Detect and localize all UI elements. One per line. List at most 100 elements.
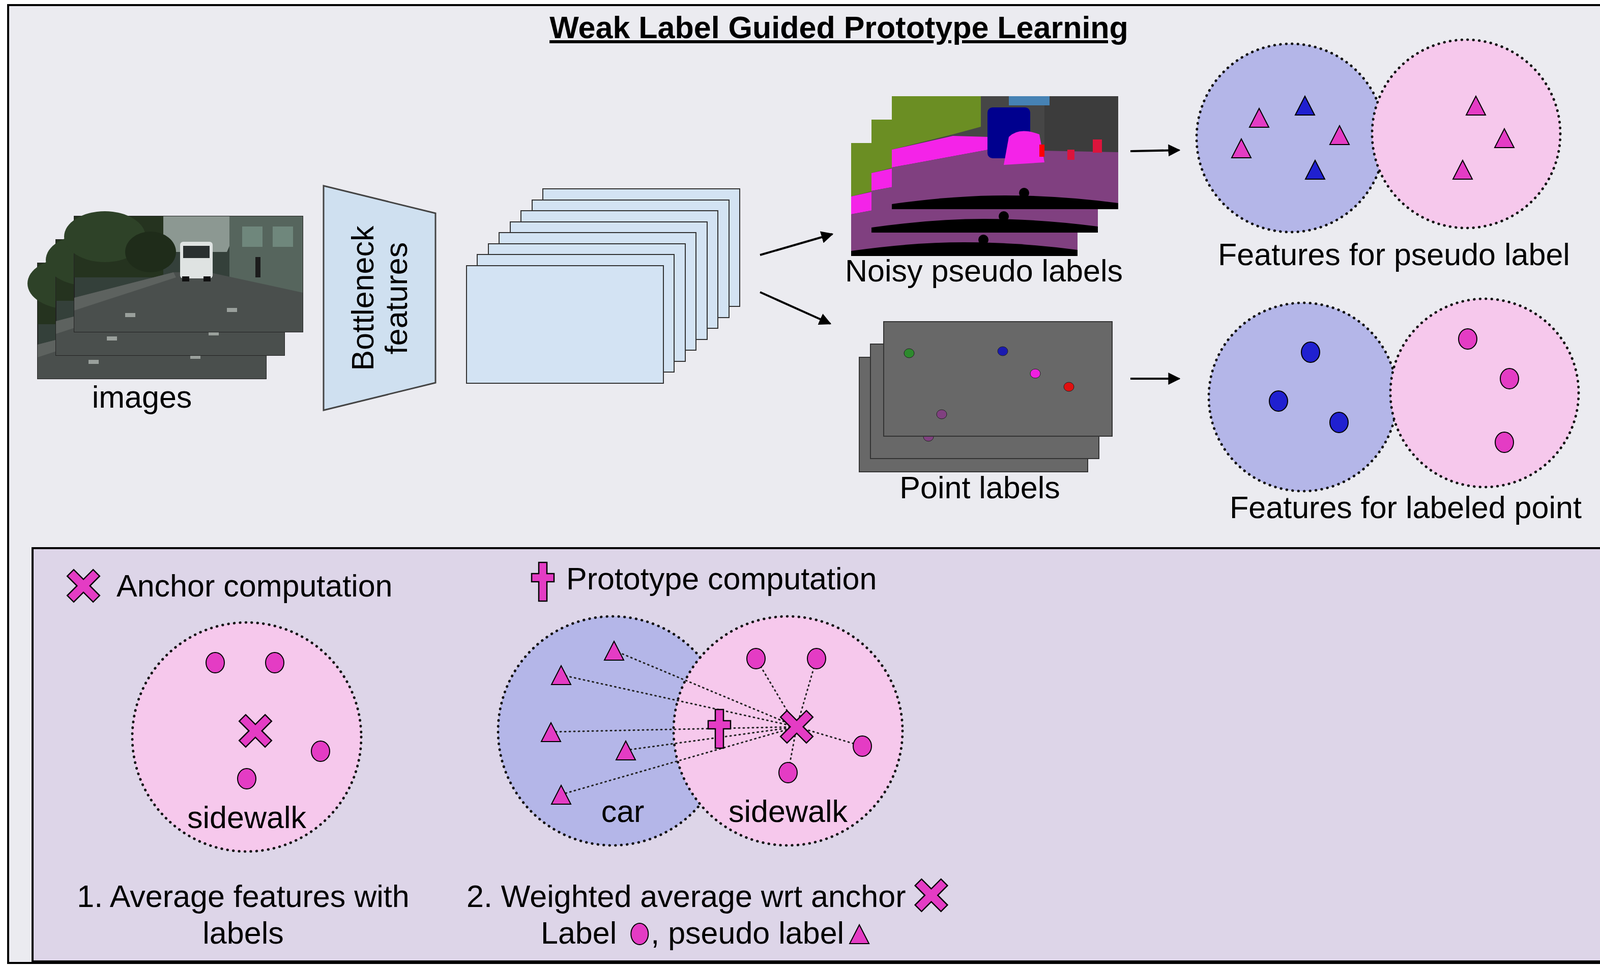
weight-line	[561, 674, 797, 727]
example-symbol	[229, 700, 823, 757]
example-marker	[237, 768, 256, 789]
inline-symbol	[630, 922, 649, 945]
pseudo-feature-marker	[1329, 125, 1350, 145]
flow-arrow	[1130, 377, 1180, 380]
cluster-caption-holder: Features for pseudo label	[1217, 236, 1570, 273]
flow-arrow	[760, 292, 831, 324]
stack-caption-holder: Point labels	[899, 469, 1060, 506]
example-marker	[311, 740, 330, 762]
bottleneck-shape	[323, 185, 436, 411]
node-label: sidewalk	[187, 798, 307, 836]
example-symbol	[708, 709, 731, 748]
example-marker	[778, 762, 798, 783]
weight-line	[614, 650, 797, 727]
diagram-title: Weak Label Guided Prototype Learning	[549, 9, 1129, 46]
example-triangle	[604, 641, 624, 660]
feature-map-stack	[466, 188, 740, 384]
feature-cluster	[1390, 298, 1579, 487]
example-symbol	[770, 700, 823, 753]
example-triangle	[541, 722, 561, 742]
legend-sample	[57, 559, 110, 612]
stack-caption: Noisy pseudo labels	[845, 252, 1123, 289]
feature-cluster	[1372, 39, 1561, 228]
legend-text: Prototype computation	[566, 560, 877, 597]
cluster-node: sidewalk	[673, 616, 903, 846]
example-marker	[206, 648, 872, 789]
pseudo-feature-marker	[1305, 160, 1325, 180]
cluster-outline	[673, 616, 903, 846]
legend-sample	[57, 559, 555, 612]
step-caption: 2. Weighted average wrt anchor	[466, 877, 907, 915]
legend-text-holder: Anchor computation	[116, 567, 393, 604]
pseudo-feature-marker	[1452, 160, 1473, 180]
example-marker	[206, 652, 225, 673]
step-caption: 1. Average features with labels	[60, 877, 427, 951]
inline-symbol	[849, 924, 869, 944]
step-caption: Label	[540, 914, 617, 951]
feature-cluster	[1196, 39, 1579, 491]
weight-line	[550, 650, 863, 795]
pseudo-feature-marker	[1295, 96, 1315, 115]
labeled-feature-marker	[1495, 431, 1514, 453]
cluster-node: sidewalk	[132, 622, 362, 852]
legend-text-holder: Prototype computation	[566, 560, 877, 597]
pseudo-feature-marker	[1231, 138, 1252, 158]
diagram-title-holder: Weak Label Guided Prototype Learning	[549, 9, 1129, 46]
feature-cluster	[1208, 302, 1398, 491]
step-caption-holder: Label	[540, 914, 617, 951]
stack-caption-holder: Noisy pseudo labels	[845, 252, 1123, 289]
pseudo-feature-marker	[1231, 96, 1515, 180]
example-marker	[265, 652, 284, 673]
labeled-feature-marker	[1458, 328, 1477, 349]
pseudo-feature-marker	[1494, 128, 1515, 148]
cluster-outline	[498, 616, 701, 846]
pseudo-label-stack	[891, 96, 1119, 210]
step-caption-holder: , pseudo label	[650, 914, 845, 951]
labeled-feature-marker	[1269, 390, 1288, 412]
bottom-panel	[32, 547, 1600, 962]
cluster-outline	[132, 622, 362, 852]
bottleneck-node: Bottleneck features	[322, 184, 437, 412]
flow-arrow	[760, 234, 833, 255]
step-caption-holder: 1. Average features with labels	[60, 877, 427, 951]
cluster-caption-holder: Features for labeled point	[1229, 488, 1582, 526]
image-caption: images	[92, 378, 193, 416]
inline-symbol	[905, 868, 958, 921]
feature-cluster	[1196, 43, 1385, 232]
example-marker	[853, 735, 872, 756]
example-triangle	[551, 665, 571, 685]
step-caption-holder: 2. Weighted average wrt anchor	[466, 877, 907, 915]
cluster-node: car	[498, 616, 727, 846]
cluster-fill	[673, 616, 903, 846]
image-caption-holder: images	[92, 378, 193, 416]
point-label-stack	[883, 321, 1113, 436]
step-caption: , pseudo label	[650, 914, 845, 951]
feature-map-stack	[466, 265, 664, 384]
node-label: car	[601, 792, 645, 830]
node-label: Bottleneck features	[345, 216, 414, 380]
cluster-caption: Features for pseudo label	[1217, 236, 1570, 273]
node-label: sidewalk	[728, 792, 848, 830]
example-marker	[807, 648, 826, 669]
pseudo-feature-marker	[1249, 108, 1269, 128]
cluster-fill	[132, 616, 903, 852]
pseudo-label-stack	[851, 96, 1119, 256]
weight-line	[561, 726, 797, 795]
stack-caption: Point labels	[899, 469, 1060, 506]
labeled-feature-marker	[1500, 368, 1519, 389]
labeled-feature-marker	[1301, 341, 1320, 363]
legend-sample	[531, 562, 555, 601]
legend-text: Anchor computation	[116, 567, 393, 604]
example-symbol	[229, 704, 282, 757]
image-stack	[27, 211, 303, 379]
example-triangle	[551, 784, 571, 804]
image-stack	[64, 211, 303, 332]
flow-arrow	[1130, 150, 1180, 152]
example-triangle	[541, 641, 636, 804]
example-triangle	[616, 740, 636, 760]
cluster-caption: Features for labeled point	[1229, 488, 1582, 526]
labeled-feature-marker	[1329, 412, 1349, 433]
pseudo-feature-marker	[1466, 96, 1486, 115]
cluster-fill	[132, 622, 362, 852]
